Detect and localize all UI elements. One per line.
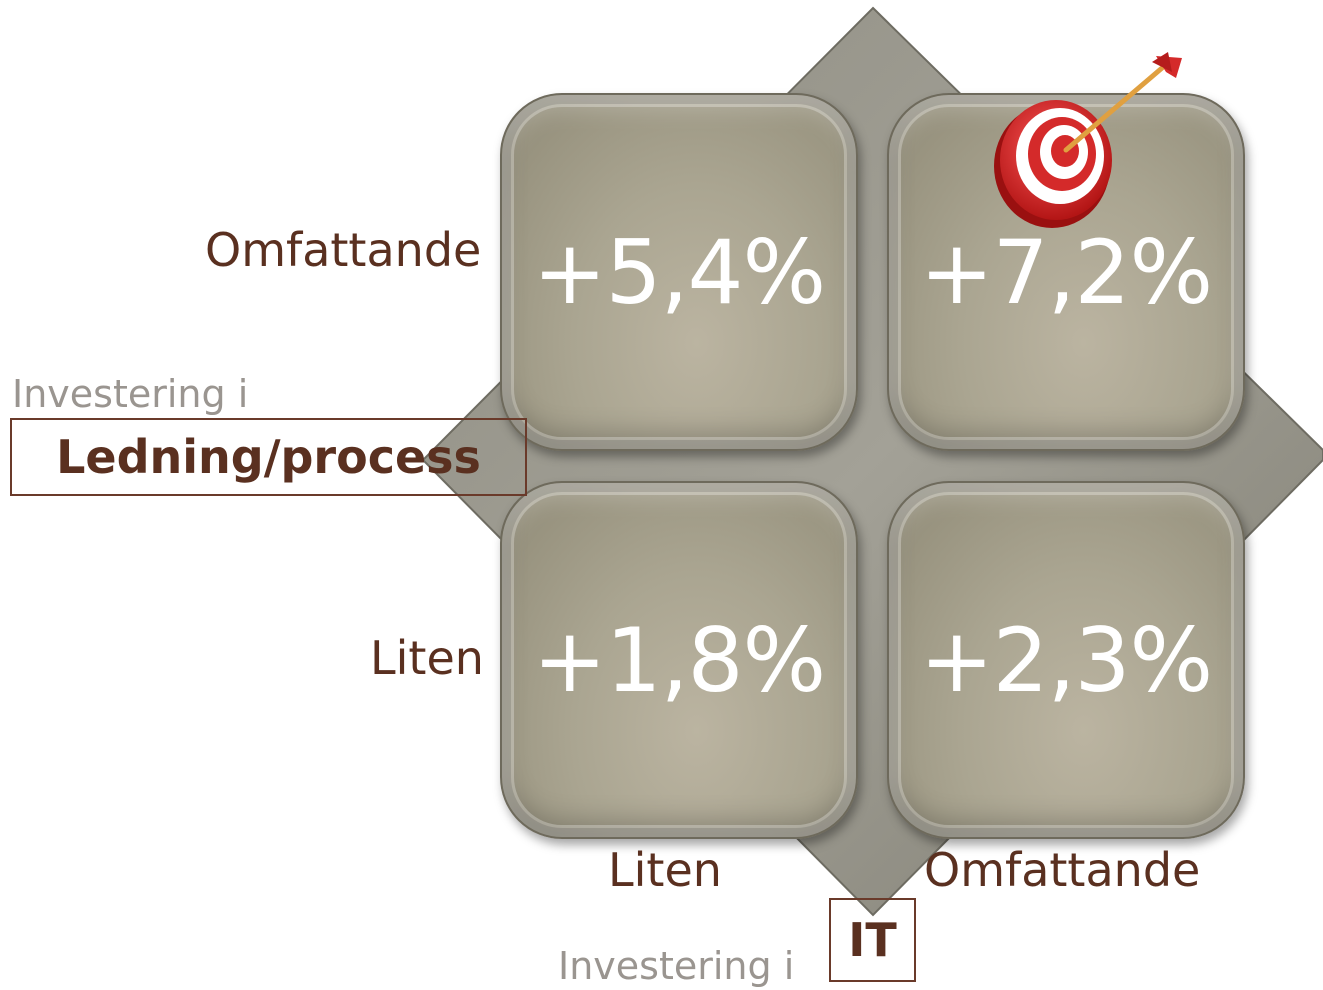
- x-axis-title-text: IT: [848, 913, 897, 967]
- quadrant-top-left: +5,4%: [500, 93, 858, 451]
- target-with-arrow-icon: [994, 52, 1182, 228]
- x-level-high: Omfattande: [924, 843, 1201, 897]
- y-level-low: Liten: [370, 631, 484, 685]
- x-axis-prefix: Investering i: [558, 944, 795, 988]
- value-top-left: +5,4%: [532, 221, 826, 324]
- value-top-right: +7,2%: [919, 221, 1213, 324]
- y-level-high: Omfattande: [205, 223, 482, 277]
- value-bottom-left: +1,8%: [532, 609, 826, 712]
- y-axis-title-text: Ledning/process: [56, 430, 481, 484]
- x-level-low: Liten: [608, 843, 722, 897]
- y-axis-prefix: Investering i: [12, 372, 249, 416]
- y-axis-title: Ledning/process: [10, 418, 527, 496]
- quadrant-bottom-right: +2,3%: [887, 481, 1245, 839]
- quadrant-bottom-left: +1,8%: [500, 481, 858, 839]
- x-axis-title: IT: [829, 898, 916, 982]
- value-bottom-right: +2,3%: [919, 609, 1213, 712]
